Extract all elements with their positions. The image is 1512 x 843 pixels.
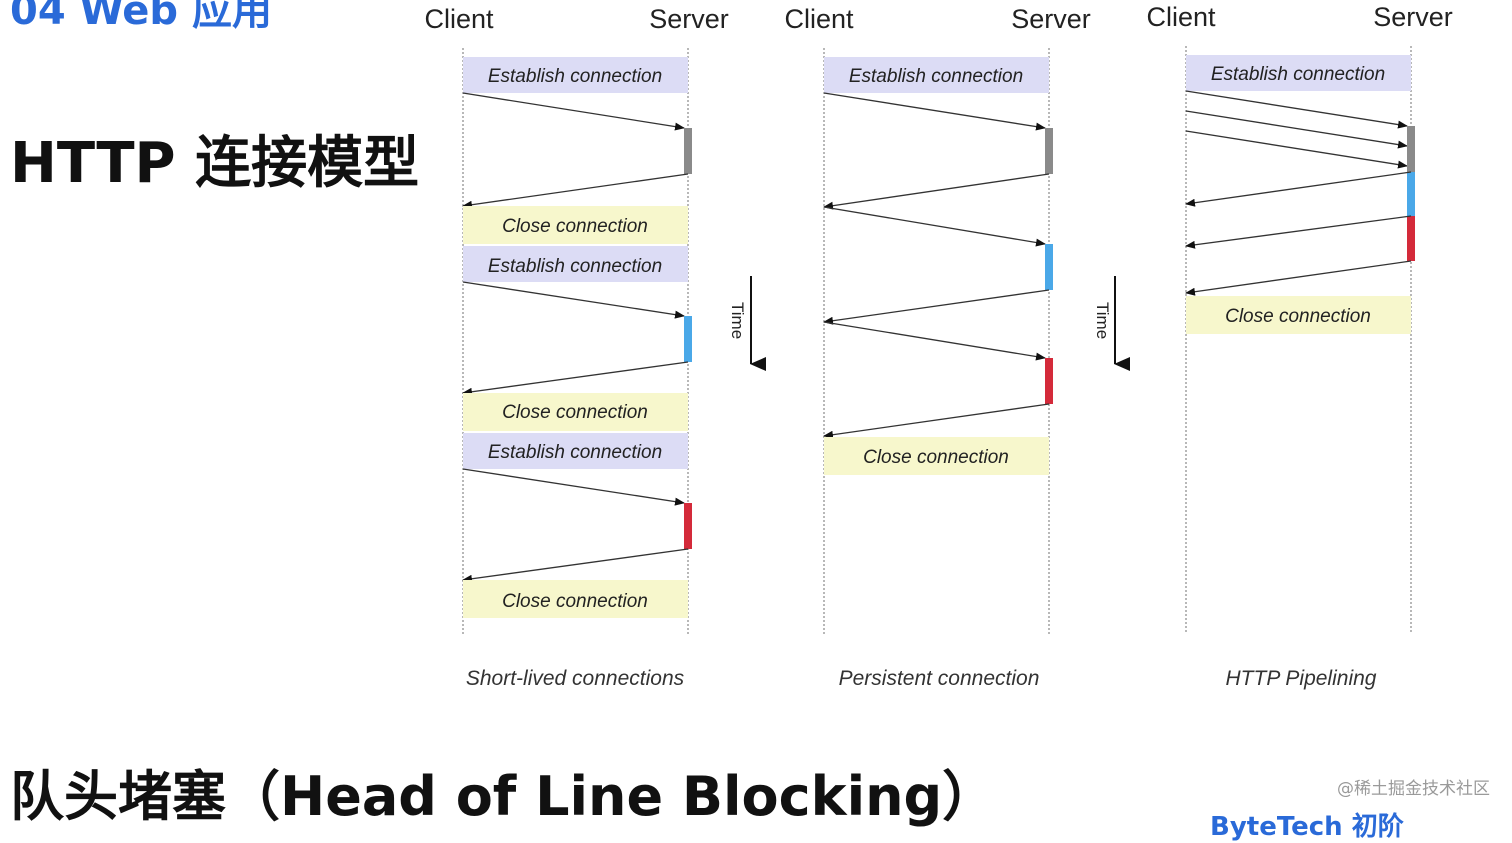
server-processing-bar: [1407, 172, 1415, 216]
establish-connection-box: [463, 246, 688, 282]
panel-caption: Persistent connection: [839, 667, 1040, 690]
establish-connection-box: [463, 433, 688, 469]
close-connection-box: [463, 206, 688, 244]
close-connection-label: Close connection: [502, 591, 648, 612]
request-arrow: [1185, 90, 1408, 129]
response-arrow: [1185, 215, 1412, 249]
panel-pipelining: Client Server Establish connection Close…: [1146, 2, 1452, 690]
client-label: Client: [784, 4, 854, 34]
request-arrow: [1185, 110, 1408, 149]
panel-caption: HTTP Pipelining: [1226, 667, 1377, 690]
establish-connection-box: [463, 57, 688, 93]
client-label: Client: [1146, 2, 1216, 32]
response-arrow: [823, 289, 1050, 325]
close-connection-box: [824, 437, 1049, 475]
server-processing-bar: [684, 316, 692, 362]
close-connection-label: Close connection: [1225, 306, 1371, 327]
establish-connection-label: Establish connection: [488, 66, 662, 87]
close-connection-box: [1186, 296, 1411, 334]
server-processing-bar: [1407, 126, 1415, 172]
server-processing-bar: [684, 503, 692, 549]
server-processing-bar: [1045, 128, 1053, 174]
panel-persistent: Client Server Establish connection Close…: [784, 4, 1090, 690]
time-label: Time: [1093, 302, 1112, 339]
section-heading: 04 Web 应用: [10, 0, 272, 34]
time-arrow: Time: [728, 276, 766, 371]
server-label: Server: [649, 4, 729, 34]
request-arrow: [823, 206, 1046, 247]
response-arrow: [823, 173, 1050, 210]
server-label: Server: [1011, 4, 1091, 34]
response-arrow: [462, 548, 689, 583]
establish-connection-label: Establish connection: [1211, 64, 1385, 85]
server-label: Server: [1373, 2, 1453, 32]
response-arrow: [462, 361, 689, 396]
time-label: Time: [728, 302, 747, 339]
server-processing-bar: [1407, 216, 1415, 261]
establish-connection-label: Establish connection: [488, 256, 662, 277]
response-arrow: [823, 403, 1050, 439]
footer-logo-fragment: ByteTech 初阶: [1210, 812, 1404, 842]
connection-models-diagram: Client Server Establish connection Close…: [424, 2, 1452, 690]
close-connection-box: [463, 393, 688, 431]
request-arrow: [462, 281, 685, 319]
establish-connection-box: [824, 57, 1049, 93]
server-processing-bar: [684, 128, 692, 174]
server-processing-bar: [1045, 244, 1053, 290]
server-processing-bar: [1045, 358, 1053, 404]
close-connection-label: Close connection: [863, 447, 1009, 468]
establish-connection-label: Establish connection: [849, 66, 1023, 87]
panel-short-lived: Client Server Establish connection Close…: [424, 4, 728, 690]
close-connection-label: Close connection: [502, 402, 648, 423]
hol-blocking-title: 队头堵塞（Head of Line Blocking）: [10, 765, 997, 828]
establish-connection-box: [1186, 55, 1411, 91]
client-label: Client: [424, 4, 494, 34]
panel-caption: Short-lived connections: [466, 667, 685, 690]
request-arrow: [462, 92, 685, 131]
page-title: HTTP 连接模型: [10, 131, 420, 196]
time-arrow: Time: [1093, 276, 1130, 371]
close-connection-box: [463, 580, 688, 618]
request-arrow: [1185, 130, 1408, 169]
establish-connection-label: Establish connection: [488, 442, 662, 463]
response-arrow: [462, 173, 689, 209]
response-arrow: [1185, 171, 1412, 207]
request-arrow: [823, 92, 1046, 131]
watermark: @稀土掘金技术社区: [1337, 779, 1490, 799]
close-connection-label: Close connection: [502, 216, 648, 237]
request-arrow: [462, 468, 685, 506]
request-arrow: [823, 321, 1046, 361]
response-arrow: [1185, 260, 1412, 296]
